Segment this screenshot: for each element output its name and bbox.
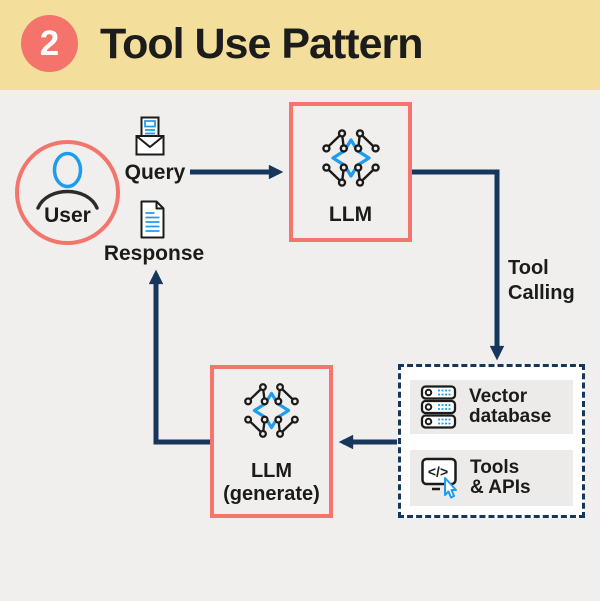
open-envelope-letter-icon xyxy=(135,116,165,156)
step-number: 2 xyxy=(39,23,60,63)
server-stack-icon xyxy=(420,385,457,429)
document-icon xyxy=(140,200,165,239)
toolbox-container: Vector database </> Tools & APIs xyxy=(398,364,585,518)
llm-node: LLM xyxy=(289,102,412,242)
code-glyph: </> xyxy=(428,463,448,479)
llm-generate-node: LLM (generate) xyxy=(210,365,333,518)
step-number-badge: 2 xyxy=(21,15,78,72)
user-node: User xyxy=(15,140,120,245)
header: 2 Tool Use Pattern xyxy=(0,0,600,90)
tools-apis-label: Tools & APIs xyxy=(470,457,531,498)
query-label: Query xyxy=(124,161,186,184)
user-label: User xyxy=(44,204,91,227)
vector-database-label: Vector database xyxy=(469,386,552,427)
vector-database-card: Vector database xyxy=(410,380,573,434)
tools-apis-card: </> Tools & APIs xyxy=(410,450,573,506)
arrow-llm-to-toolbox xyxy=(412,169,505,361)
page-title: Tool Use Pattern xyxy=(100,20,423,68)
response-label: Response xyxy=(103,242,205,265)
llm-generate-label: LLM (generate) xyxy=(223,460,320,505)
tool-calling-label: Tool Calling xyxy=(508,257,575,304)
arrow-llm-generate-to-response xyxy=(148,269,210,445)
code-monitor-cursor-icon: </> xyxy=(421,457,457,498)
flow-diagram: User Query Response LLM xyxy=(0,90,600,601)
flow-arrows xyxy=(148,164,505,450)
neural-network-icon xyxy=(244,383,299,438)
person-icon xyxy=(36,151,99,210)
llm-label: LLM xyxy=(328,203,373,226)
neural-network-icon xyxy=(321,129,380,187)
